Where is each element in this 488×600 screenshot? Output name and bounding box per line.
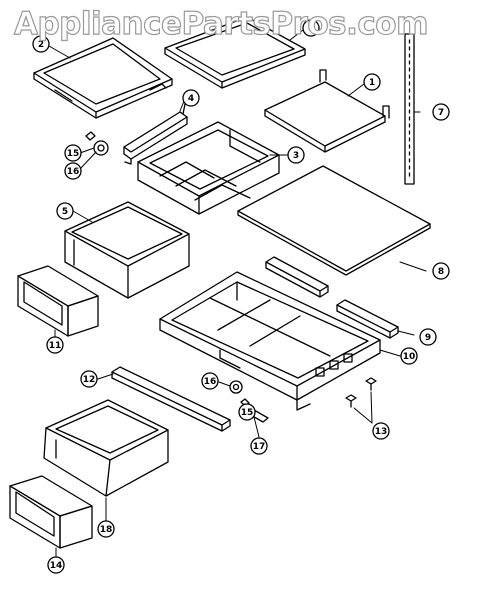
leader-lines (48, 29, 427, 558)
part-6-glass-shelf (164, 16, 306, 89)
callout-16-center: 16 (204, 377, 217, 387)
part-10-shelf-frame (159, 271, 381, 411)
part-7-rail (404, 33, 415, 185)
callout-6: 6 (308, 24, 314, 34)
part-11-drawer-front (17, 265, 99, 337)
part-1-shelf (264, 69, 390, 153)
callout-7: 7 (438, 108, 444, 118)
callout-16-left: 16 (67, 167, 80, 177)
callout-11: 11 (49, 341, 62, 351)
part-9-rail (336, 299, 399, 339)
callout-17: 17 (253, 442, 266, 452)
callout-18: 18 (100, 525, 113, 535)
callout-15-left: 15 (67, 149, 80, 159)
watermark: AppliancePartsPros.com (13, 5, 429, 42)
callout-9: 9 (425, 333, 431, 343)
callout-14: 14 (50, 561, 63, 571)
part-3-crisper-cover (137, 121, 280, 215)
callout-5: 5 (62, 207, 68, 217)
callout-12: 12 (83, 375, 96, 385)
callout-labels: 2 6 1 4 7 3 15 16 5 8 9 10 11 12 16 15 1… (38, 24, 444, 571)
part-14-drawer-front (9, 475, 93, 549)
part-12-rail (111, 366, 231, 432)
callout-4: 4 (188, 94, 194, 104)
part-13-screws (345, 377, 377, 408)
callout-circles (32, 19, 450, 574)
part-15-16-knob (85, 131, 109, 156)
callout-1: 1 (369, 78, 375, 88)
part-4-rail (123, 103, 188, 165)
callout-3: 3 (293, 151, 299, 161)
callout-15-center: 15 (241, 408, 254, 418)
part-2-glass-shelf (33, 37, 173, 119)
callout-2: 2 (38, 40, 44, 50)
part-8-glass-panel (237, 165, 431, 276)
part-rail-upper (265, 256, 329, 298)
part-5-crisper-drawer (64, 201, 190, 299)
callout-13: 13 (375, 427, 388, 437)
callout-10: 10 (403, 352, 416, 362)
part-18-lower-drawer (43, 399, 169, 497)
callout-8: 8 (438, 267, 444, 277)
part-15-16-knob-center (229, 380, 250, 407)
